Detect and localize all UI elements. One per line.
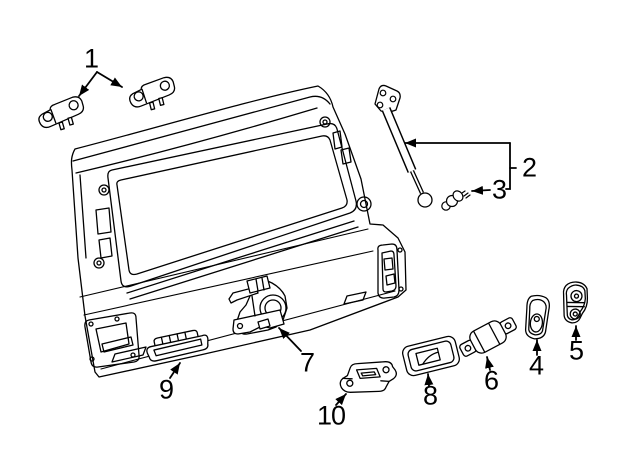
callout-label-1: 1 (83, 43, 99, 74)
callout-label-8: 8 (422, 380, 438, 411)
back-door-hinge-right-drawing (129, 76, 176, 111)
lock-striker-drawing (339, 361, 397, 393)
callout-6-arrow (485, 356, 494, 371)
key-transmitter-drawing (524, 294, 550, 340)
callout-label-6: 6 (483, 365, 499, 396)
handle-bezel-drawing (402, 335, 460, 377)
callout-label-10: 10 (316, 400, 346, 431)
callout-label-4: 4 (528, 350, 544, 381)
callout-9-arrow (169, 362, 181, 379)
callout-label-2: 2 (521, 152, 537, 183)
callout-10-arrow (335, 393, 347, 406)
callout-1-arrow-right (96, 71, 123, 88)
callout-leader-lines (78, 71, 581, 406)
callout-3-arrow (471, 185, 491, 195)
callout-label-5: 5 (568, 335, 584, 366)
callout-label-3: 3 (491, 174, 507, 205)
key-drawing (562, 281, 589, 324)
back-door-pull-handle-drawing (146, 329, 209, 362)
callout-2-bracket (505, 142, 511, 190)
back-door-lock-drawing (228, 275, 288, 335)
callout-label-7: 7 (299, 347, 315, 378)
stay-ball-stud-drawing (441, 190, 471, 211)
lock-cylinder-drawing (459, 317, 517, 357)
callout-7-arrow (278, 327, 302, 352)
callout-8-arrow (424, 373, 434, 387)
callout-label-9: 9 (158, 374, 174, 405)
callout-1-arrow-left (78, 71, 98, 97)
back-door-stay-drawing (374, 84, 433, 208)
back-door-hinge-left-drawing (38, 96, 85, 131)
